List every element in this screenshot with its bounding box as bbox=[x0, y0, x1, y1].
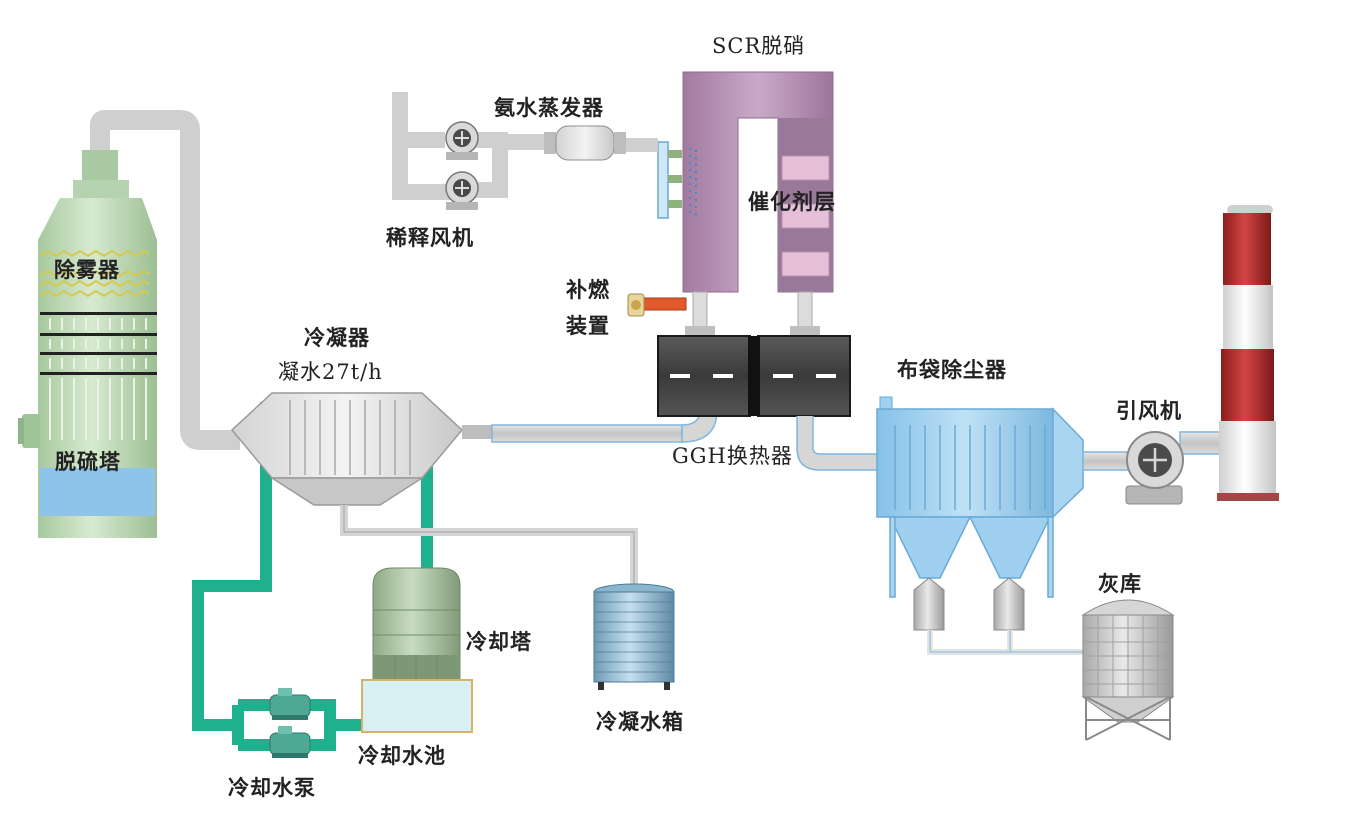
cooling-pool-label: 冷却水池 bbox=[358, 744, 446, 768]
catalyst-layer-label: 催化剂层 bbox=[748, 190, 836, 214]
dilution-fan-label: 稀释风机 bbox=[386, 226, 474, 250]
dilution-fan-1 bbox=[445, 121, 479, 160]
supplementary-burner-label-line1: 补燃 bbox=[566, 278, 610, 302]
spray-headers bbox=[40, 312, 157, 440]
scr-reactor bbox=[657, 71, 834, 336]
cooling-pool bbox=[361, 679, 473, 733]
ggh-heat-exchanger-label: GGH换热器 bbox=[672, 444, 793, 468]
scr-denitrification-label: SCR脱硝 bbox=[712, 34, 806, 58]
catalyst-blocks bbox=[781, 155, 830, 277]
ammonia-evaporator bbox=[544, 125, 658, 161]
cooling-tower bbox=[372, 567, 461, 683]
demister-label: 除雾器 bbox=[54, 258, 120, 282]
desulfurization-tower-label: 脱硫塔 bbox=[55, 450, 121, 474]
desulfurization-tower bbox=[18, 110, 240, 538]
supplementary-burner-label-line2: 装置 bbox=[566, 314, 610, 338]
slurry-pool bbox=[40, 468, 155, 516]
cooling-pump-1 bbox=[269, 688, 311, 720]
ash-silo bbox=[1081, 599, 1175, 741]
dilution-fan-assembly bbox=[392, 92, 658, 210]
chimney bbox=[1217, 205, 1279, 501]
cooling-tower-label: 冷却塔 bbox=[466, 630, 532, 654]
ash-hoppers bbox=[913, 577, 1025, 631]
cooling-pump-label: 冷却水泵 bbox=[228, 776, 316, 800]
bag-filter-label: 布袋除尘器 bbox=[897, 358, 1007, 382]
dilution-fan-2 bbox=[445, 171, 479, 210]
ash-silo-label: 灰库 bbox=[1098, 572, 1142, 596]
ggh-heat-exchanger bbox=[657, 335, 878, 471]
cooling-pump-2 bbox=[269, 726, 311, 758]
condensate-tank-label: 冷凝水箱 bbox=[596, 710, 684, 734]
condensate-rate-label: 凝水27t/h bbox=[278, 360, 383, 384]
supplementary-burner bbox=[627, 293, 687, 317]
condenser bbox=[230, 392, 638, 585]
ammonia-evaporator-label: 氨水蒸发器 bbox=[494, 96, 604, 120]
condensate-tank bbox=[593, 583, 675, 690]
condenser-label: 冷凝器 bbox=[304, 326, 370, 350]
induced-fan-label: 引风机 bbox=[1116, 399, 1182, 423]
induced-draft-fan bbox=[1082, 431, 1223, 505]
bag-filter bbox=[876, 396, 1090, 655]
demister-mesh bbox=[39, 249, 150, 298]
